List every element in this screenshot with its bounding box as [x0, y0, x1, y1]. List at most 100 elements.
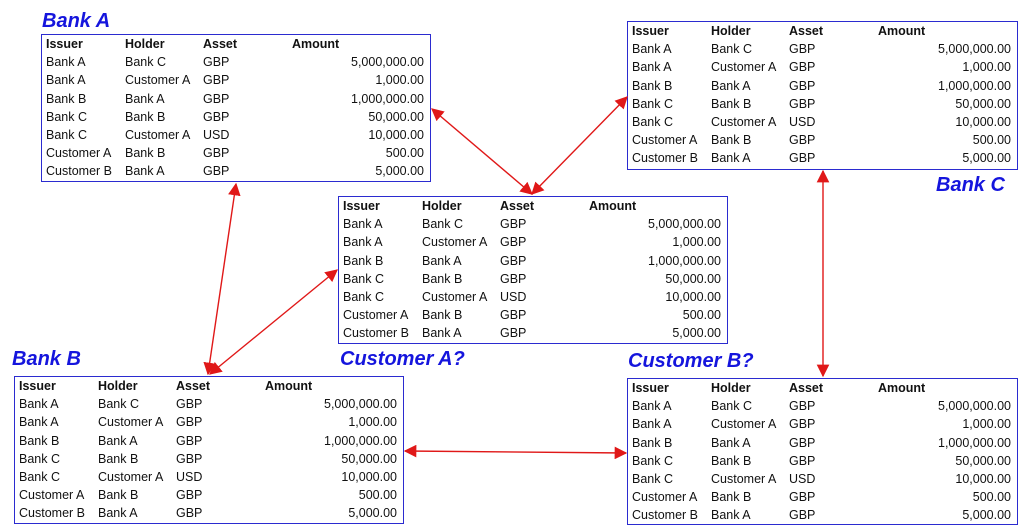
cell-asset: USD: [789, 115, 816, 130]
cell-asset: GBP: [789, 490, 816, 505]
node-title-bank-a: Bank A: [42, 10, 111, 32]
cell-issuer: Bank B: [343, 253, 384, 268]
cell-holder: Bank B: [711, 133, 752, 148]
cell-issuer: Bank C: [46, 109, 87, 124]
cell-amount: 50,000.00: [955, 453, 1011, 468]
cell-issuer: Customer B: [46, 164, 112, 179]
cell-issuer: Bank C: [632, 96, 673, 111]
cell-amount: 10,000.00: [341, 470, 397, 485]
cell-asset: GBP: [789, 78, 816, 93]
cell-amount: 10,000.00: [955, 472, 1011, 487]
cell-amount: 1,000.00: [672, 235, 721, 250]
cell-asset: GBP: [500, 308, 527, 323]
cell-issuer: Customer A: [632, 133, 698, 148]
cell-holder: Bank C: [711, 42, 752, 57]
column-header-amount: Amount: [589, 199, 637, 214]
column-header-asset: Asset: [789, 24, 824, 39]
cell-holder: Customer A: [422, 235, 488, 250]
column-header-holder: Holder: [711, 24, 751, 39]
cell-amount: 5,000,000.00: [324, 397, 397, 412]
cell-asset: GBP: [789, 453, 816, 468]
cell-amount: 5,000.00: [672, 326, 721, 341]
cell-holder: Bank B: [422, 271, 463, 286]
cell-issuer: Bank C: [343, 271, 384, 286]
cell-holder: Bank A: [711, 435, 751, 450]
cell-holder: Bank B: [711, 490, 752, 505]
cell-amount: 500.00: [358, 488, 397, 503]
table-row: Customer A Bank B GBP 500.00: [632, 488, 1011, 506]
cell-asset: GBP: [789, 435, 816, 450]
cell-holder: Bank A: [98, 433, 138, 448]
column-header-holder: Holder: [711, 381, 751, 396]
cell-issuer: Customer A: [632, 490, 698, 505]
cell-amount: 1,000.00: [962, 417, 1011, 432]
cell-amount: 1,000,000.00: [324, 433, 397, 448]
cell-holder: Bank A: [125, 164, 165, 179]
cell-asset: USD: [203, 128, 230, 143]
cell-issuer: Bank A: [632, 417, 672, 432]
cell-amount: 5,000.00: [962, 151, 1011, 166]
cell-asset: GBP: [789, 60, 816, 75]
cell-amount: 500.00: [972, 490, 1011, 505]
cell-asset: GBP: [203, 91, 230, 106]
cell-issuer: Bank A: [632, 60, 672, 75]
cell-amount: 10,000.00: [955, 115, 1011, 130]
cell-holder: Bank A: [98, 506, 138, 521]
cell-asset: GBP: [176, 397, 203, 412]
column-header-issuer: Issuer: [632, 381, 669, 396]
column-header-issuer: Issuer: [632, 24, 669, 39]
cell-amount: 5,000,000.00: [938, 399, 1011, 414]
cell-amount: 1,000.00: [375, 73, 424, 88]
cell-holder: Bank A: [125, 91, 165, 106]
column-header-issuer: Issuer: [343, 199, 380, 214]
cell-asset: GBP: [500, 253, 527, 268]
cell-amount: 5,000,000.00: [648, 217, 721, 232]
cell-asset: GBP: [176, 433, 203, 448]
cell-asset: GBP: [176, 488, 203, 503]
cell-amount: 50,000.00: [368, 109, 424, 124]
column-header-asset: Asset: [789, 381, 824, 396]
cell-asset: GBP: [203, 109, 230, 124]
cell-asset: USD: [500, 290, 527, 305]
cell-holder: Customer A: [98, 470, 164, 485]
column-header-holder: Holder: [125, 37, 165, 52]
cell-issuer: Customer A: [343, 308, 409, 323]
cell-holder: Bank B: [98, 488, 139, 503]
node-title-customer-b: Customer B?: [628, 350, 754, 372]
cell-issuer: Bank B: [632, 78, 673, 93]
cell-issuer: Bank B: [632, 435, 673, 450]
cell-holder: Customer A: [125, 73, 191, 88]
cell-asset: GBP: [176, 451, 203, 466]
column-header-asset: Asset: [203, 37, 238, 52]
cell-holder: Bank A: [711, 508, 751, 523]
cell-asset: GBP: [789, 417, 816, 432]
cell-holder: Bank C: [125, 55, 166, 70]
cell-amount: 10,000.00: [368, 128, 424, 143]
cell-amount: 50,000.00: [955, 96, 1011, 111]
cell-asset: USD: [789, 472, 816, 487]
cell-issuer: Bank C: [632, 472, 673, 487]
cell-issuer: Customer A: [46, 146, 112, 161]
cell-holder: Bank B: [98, 451, 139, 466]
cell-asset: GBP: [789, 151, 816, 166]
column-header-asset: Asset: [500, 199, 535, 214]
